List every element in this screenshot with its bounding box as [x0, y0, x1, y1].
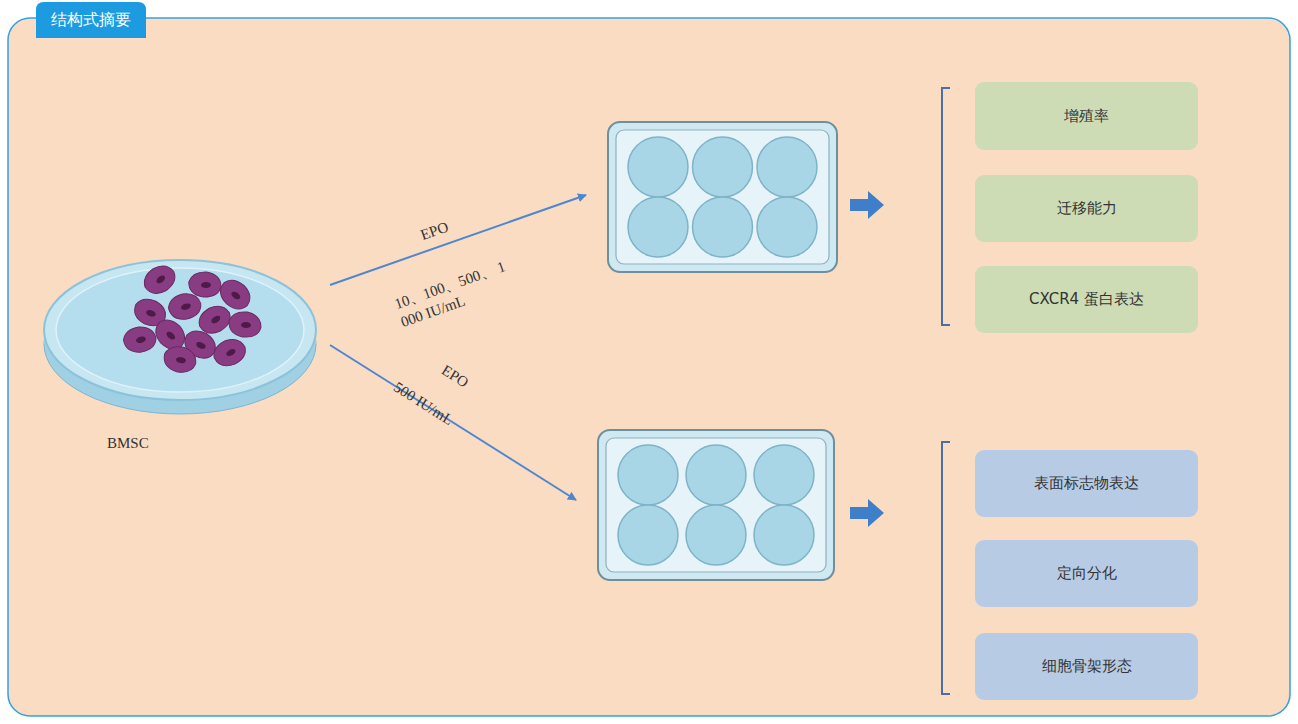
result-box: 细胞骨架形态 [975, 633, 1198, 700]
petri-dish-drawing [40, 235, 330, 465]
box-label: 增殖率 [1064, 107, 1109, 126]
six-well-plate [600, 118, 845, 278]
result-box: 表面标志物表达 [975, 450, 1198, 517]
petri-dish: BMSC [40, 235, 330, 465]
title-text: 结构式摘要 [36, 2, 146, 38]
well-plate [600, 118, 845, 278]
result-box: CXCR4 蛋白表达 [975, 266, 1198, 333]
result-box: 定向分化 [975, 540, 1198, 607]
box-label: CXCR4 蛋白表达 [1029, 290, 1144, 309]
bracket [942, 88, 950, 694]
box-label: 迁移能力 [1057, 199, 1117, 218]
box-label: 细胞骨架形态 [1042, 657, 1132, 676]
result-box: 迁移能力 [975, 175, 1198, 242]
title-tab [36, 2, 146, 38]
fat-arrow [850, 191, 884, 527]
cell-label: BMSC [107, 435, 149, 452]
arrow-connector [330, 345, 576, 500]
box-label: 定向分化 [1057, 564, 1117, 583]
six-well-plate [590, 426, 842, 586]
well-plate [590, 426, 842, 586]
panel [8, 18, 1290, 716]
box-label: 表面标志物表达 [1034, 474, 1139, 493]
result-box: 增殖率 [975, 82, 1198, 150]
